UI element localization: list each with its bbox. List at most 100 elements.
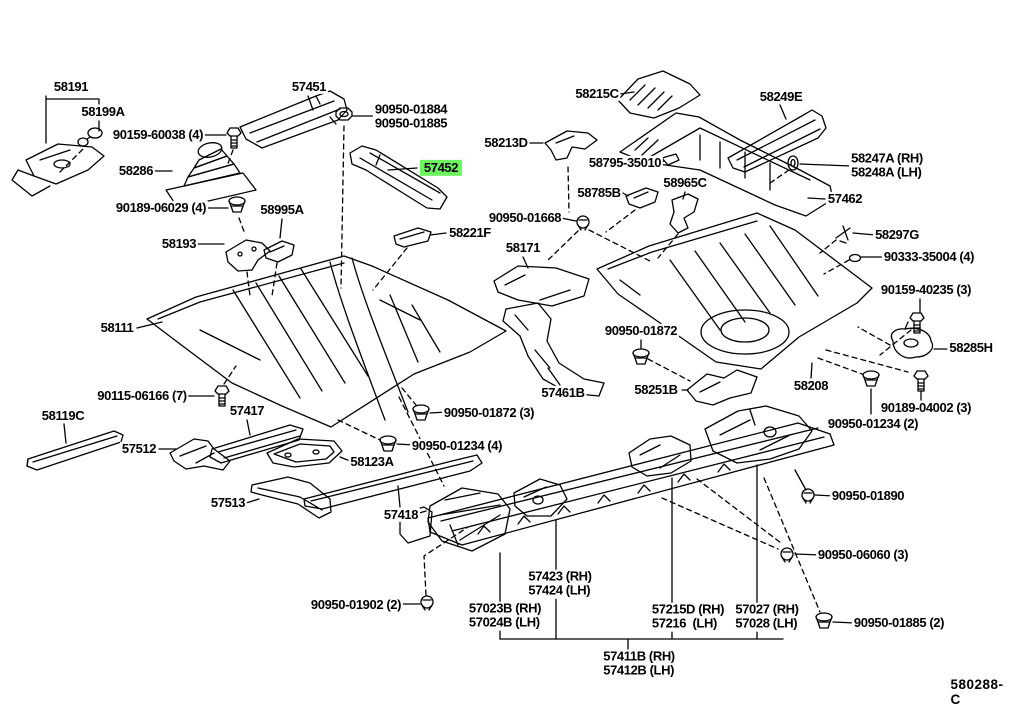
part-57417-brace [209,424,304,464]
part-label-58208[interactable]: 58208 [791,378,831,394]
part-label-58795-35010[interactable]: 58795-35010 [586,155,664,171]
part-label-57461B[interactable]: 57461B [539,384,587,401]
part-number-text: 58251B [634,381,678,397]
part-number-text: 58199A [81,103,125,119]
part-number-text: 58171 [505,239,541,255]
part-label-58785B[interactable]: 58785B [575,185,623,201]
part-57451-brace [239,90,348,149]
part-58297g-clip [835,225,851,244]
part-number-text: 57023B (RH) [468,600,542,616]
part-label-57462[interactable]: 57462 [825,191,865,207]
part-58191-bracket [11,143,105,197]
part-number-text: 58286 [118,162,154,178]
part-57418-bar [303,454,483,510]
part-label-90189-04002[interactable]: 90189-04002 (3) [878,399,974,416]
part-label-58251B[interactable]: 58251B [632,381,680,398]
part-58215c-bracket [617,70,701,119]
part-number-text: 57424 (LH) [528,583,591,598]
part-label-58111[interactable]: 58111 [98,319,136,336]
part-58795-clip [661,153,680,166]
part-label-90950-01668[interactable]: 90950-01668 [486,210,564,226]
part-label-58123A[interactable]: 58123A [348,453,396,470]
part-label-57411B[interactable]: 57411B (RH)57412B (LH) [601,649,677,679]
part-label-57423[interactable]: 57423 (RH)57424 (LH) [526,568,594,599]
part-number-text: 90950-01872 (3) [443,404,535,420]
part-label-57512[interactable]: 57512 [119,441,159,457]
leader-lines [45,91,948,650]
part-label-90950-01234-4[interactable]: 90950-01234 (4) [409,438,505,454]
part-number-text: 57461B [541,384,585,400]
part-label-90159-40235[interactable]: 90159-40235 (3) [878,282,974,298]
part-label-90950-01234-2[interactable]: 90950-01234 (2) [825,415,921,432]
part-label-58215C[interactable]: 58215C [573,85,621,102]
part-label-58199A[interactable]: 58199A [79,103,127,120]
part-label-90950-01890[interactable]: 90950-01890 [829,487,907,504]
part-number-text: 57423 (RH) [528,568,592,584]
part-number-text: 57418 [383,506,419,522]
part-label-58221F[interactable]: 58221F [447,225,493,241]
part-label-58191[interactable]: 58191 [51,79,91,95]
part-label-58286[interactable]: 58286 [116,162,156,179]
part-label-57215D[interactable]: 57215D (RH)57216 (LH) [649,602,727,632]
part-number-text: 58249E [759,88,803,104]
part-number-text: 57027 (RH) [735,601,799,617]
part-label-57027[interactable]: 57027 (RH)57028 (LH) [733,601,801,632]
part-number-text: 90159-60038 (4) [112,126,204,142]
part-label-58247A[interactable]: 58247A (RH)58248A (LH) [849,150,925,181]
part-label-58249E[interactable]: 58249E [757,88,805,105]
part-58123a-plate [266,438,343,468]
part-label-90950-01872-3[interactable]: 90950-01872 (3) [441,404,537,421]
part-number-text: 58123A [350,453,394,469]
part-label-90333-35004[interactable]: 90333-35004 (4) [881,248,977,265]
part-number-text: 58193 [161,235,197,251]
part-number-text: 90950-01234 (2) [827,415,919,431]
part-57461b-brace [502,302,605,397]
part-label-58193[interactable]: 58193 [159,235,199,252]
part-58193-bracket [225,239,271,272]
part-number-text: 58119C [41,407,85,423]
part-number-text: 58248A (LH) [851,165,922,180]
part-58208-rear-floor-pan [596,212,873,370]
part-58199a-pin [77,127,103,147]
part-label-58995A[interactable]: 58995A [258,202,306,218]
part-label-57417[interactable]: 57417 [227,402,267,419]
part-label-57418[interactable]: 57418 [381,506,421,523]
part-number-text: 57024B (LH) [468,615,540,630]
part-number-text: 57028 (LH) [735,616,798,631]
part-number-text: 90189-04002 (3) [880,399,972,415]
part-label-58213D[interactable]: 58213D [482,135,530,151]
part-label-90115-06166[interactable]: 90115-06166 (7) [95,388,189,404]
part-number-text: 58297G [875,226,919,242]
part-label-90950-01902[interactable]: 90950-01902 (2) [308,597,404,613]
part-label-90950-06060[interactable]: 90950-06060 (3) [815,547,911,563]
part-number-text: 58111 [100,319,134,335]
part-58249e-channel [727,109,827,173]
part-number-text: 90950-01890 [831,487,905,503]
part-label-57513[interactable]: 57513 [208,494,248,511]
part-number-text: 58215C [575,85,619,101]
part-57513-brace [250,476,332,519]
part-58251b-bracket [686,369,758,406]
part-label-58297G[interactable]: 58297G [873,226,921,243]
diagram-code: 580288-C [950,677,1004,707]
part-label-57023B[interactable]: 57023B (RH)57024B (LH) [466,600,544,631]
part-58221f-bracket [393,227,432,248]
part-label-57451[interactable]: 57451 [289,79,329,95]
part-label-90950-01872[interactable]: 90950-01872 [602,323,680,339]
part-number-text: 57452 [423,159,459,175]
part-label-90189-06029[interactable]: 90189-06029 (4) [113,200,209,216]
part-label-58285H[interactable]: 58285H [947,340,995,356]
part-label-58119C[interactable]: 58119C [39,407,87,424]
part-number-text: 90333-35004 (4) [883,248,975,264]
part-number-text: 58247A (RH) [851,150,923,166]
part-label-58171[interactable]: 58171 [503,239,543,256]
part-label-57452[interactable]: 57452 [419,159,463,177]
part-label-58965C[interactable]: 58965C [661,175,709,191]
part-number-text: 57513 [210,494,246,510]
part-label-90159-60038[interactable]: 90159-60038 (4) [110,126,206,143]
part-label-90950-01885-2[interactable]: 90950-01885 (2) [851,615,947,631]
part-number-text: 57417 [229,402,265,418]
